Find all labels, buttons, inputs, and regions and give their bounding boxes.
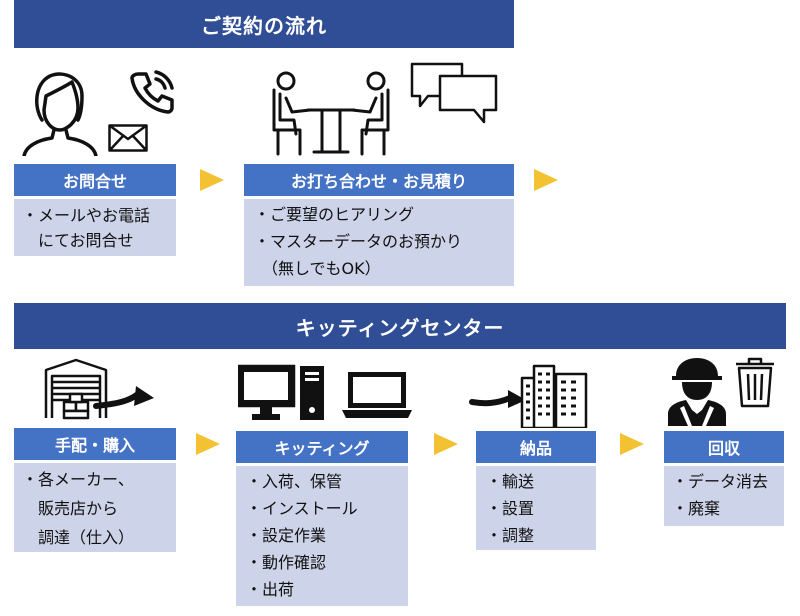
kitting-detail-line: ・出荷: [246, 580, 295, 599]
flow-title: ご契約の流れ: [201, 13, 327, 38]
flow-title-banner: ご契約の流れ: [14, 0, 514, 48]
inquiry-step-title: お問合せ: [62, 172, 127, 191]
meeting-detail-line: ・マスターデータのお預かり: [254, 232, 463, 251]
city-buildings-icon: [468, 362, 590, 428]
flow-arrow: [200, 169, 224, 191]
kitting-step-title: キッティング: [274, 439, 370, 458]
delivery-step-title: 納品: [519, 439, 552, 458]
flow-arrow: [534, 169, 558, 191]
kitting-step-details: ・入荷、保管 ・インストール ・設定作業 ・動作確認 ・出荷: [236, 466, 408, 606]
kitting-detail-line: ・入荷、保管: [246, 472, 343, 491]
delivery-step-header: 納品: [476, 431, 596, 463]
worker-icon: [666, 356, 728, 426]
warehouse-icon: [44, 358, 156, 420]
meeting-detail-line: （無しでもOK）: [262, 259, 381, 278]
kitting-detail-line: ・インストール: [246, 499, 358, 518]
inquiry-detail-line: にてお問合せ: [38, 231, 134, 250]
desktop-computer-icon: [238, 364, 326, 422]
meeting-step-title: お打ち合わせ・お見積り: [290, 172, 467, 191]
woman-icon: [20, 68, 100, 156]
procure-detail-line: 調達（仕入）: [38, 528, 135, 547]
procure-step-details: ・各メーカー、 販売店から 調達（仕入）: [14, 463, 176, 552]
kitting-center-banner: キッティングセンター: [14, 303, 786, 349]
meeting-step-details: ・ご要望のヒアリング ・マスターデータのお預かり （無しでもOK）: [244, 199, 514, 286]
kitting-detail-line: ・設定作業: [246, 526, 327, 545]
laptop-icon: [342, 372, 412, 418]
recovery-step-title: 回収: [707, 439, 740, 458]
kitting-center-title: キッティングセンター: [295, 315, 505, 340]
delivery-step-details: ・輸送 ・設置 ・調整: [476, 466, 596, 550]
envelope-icon: [108, 124, 148, 152]
inquiry-step-details: ・メールやお電話 にてお問合せ: [14, 199, 176, 256]
delivery-detail-line: ・調整: [486, 526, 535, 545]
chat-bubbles-icon: [410, 62, 498, 124]
flow-arrow: [196, 433, 220, 455]
recovery-detail-line: ・データ消去: [672, 472, 769, 491]
delivery-detail-line: ・輸送: [486, 472, 535, 491]
trash-can-icon: [734, 356, 776, 408]
phone-icon: [130, 68, 176, 114]
meeting-icon: [270, 70, 392, 156]
procure-detail-line: ・各メーカー、: [22, 470, 134, 489]
flow-arrow: [620, 433, 644, 455]
flow-arrow: [434, 433, 458, 455]
delivery-detail-line: ・設置: [486, 499, 535, 518]
recovery-detail-line: ・廃棄: [672, 499, 721, 518]
kitting-step-header: キッティング: [236, 431, 408, 463]
inquiry-detail-line: ・メールやお電話: [22, 206, 151, 225]
procure-step-title: 手配・購入: [54, 436, 135, 455]
kitting-detail-line: ・動作確認: [246, 553, 327, 572]
recovery-step-details: ・データ消去 ・廃棄: [664, 466, 784, 526]
meeting-step-header: お打ち合わせ・お見積り: [244, 164, 514, 196]
inquiry-step-header: お問合せ: [14, 164, 176, 196]
meeting-detail-line: ・ご要望のヒアリング: [254, 205, 415, 224]
procure-step-header: 手配・購入: [14, 428, 176, 460]
procure-detail-line: 販売店から: [38, 499, 119, 518]
recovery-step-header: 回収: [664, 431, 784, 463]
